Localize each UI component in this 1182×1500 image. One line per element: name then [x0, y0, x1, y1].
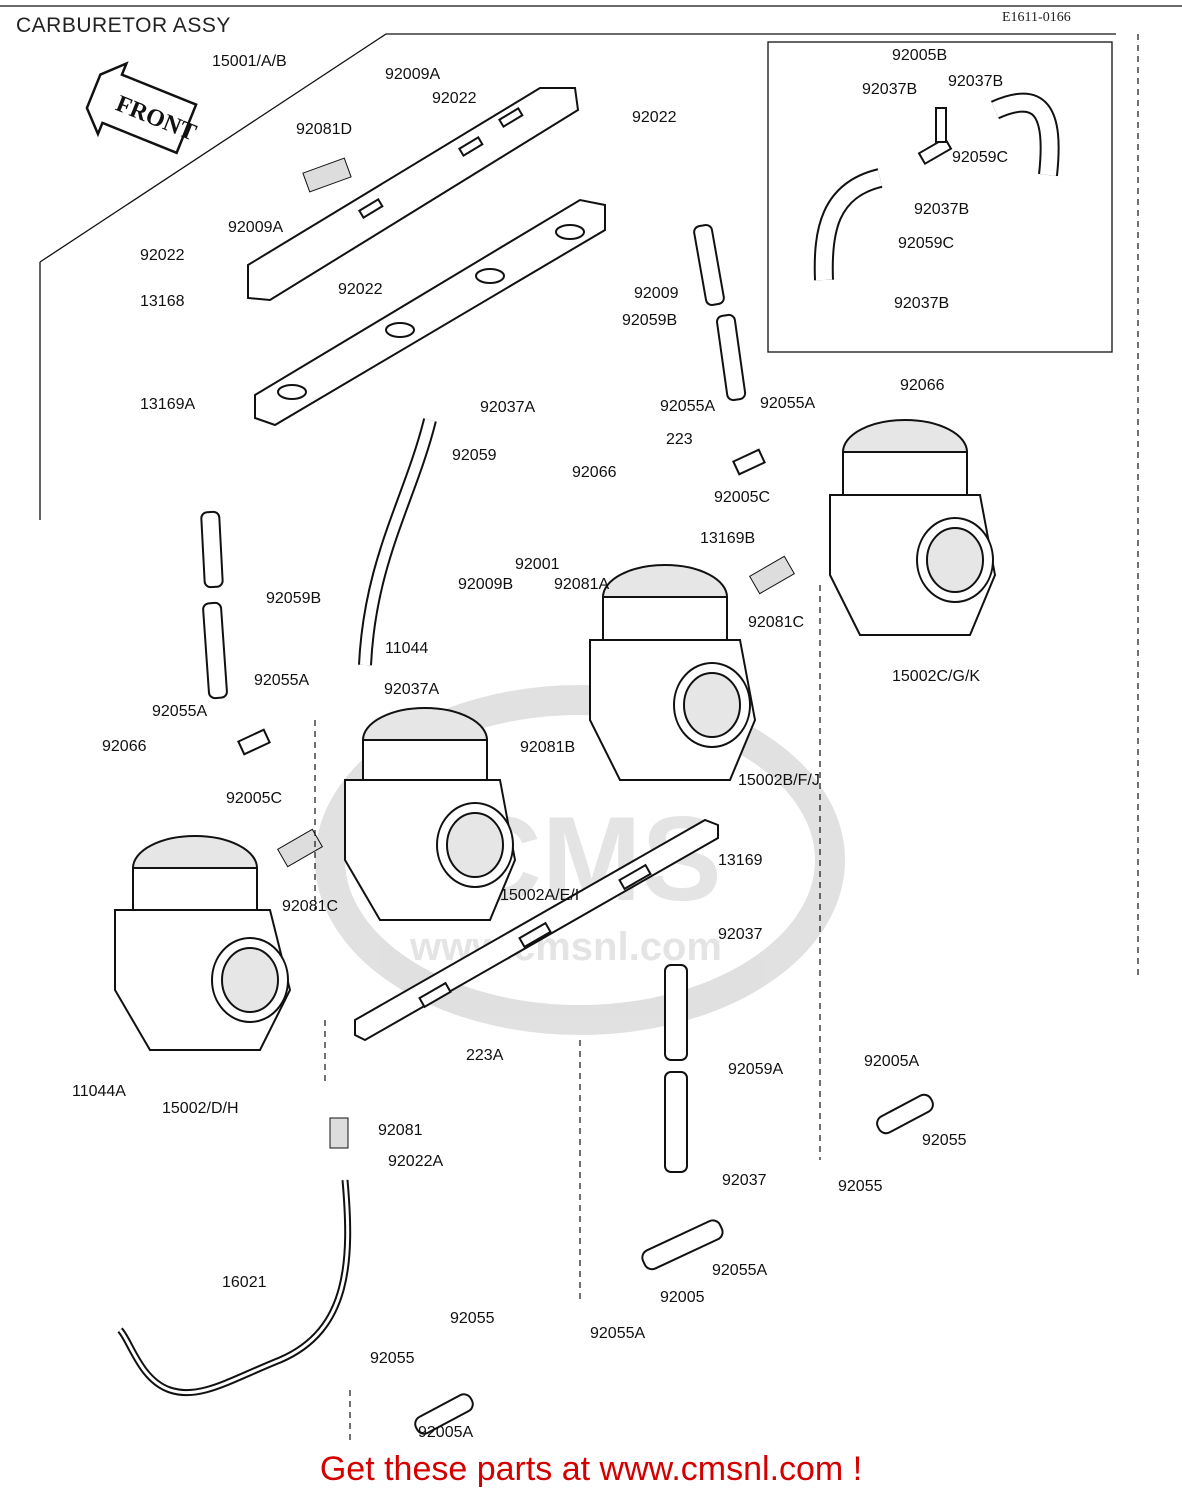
- upper-bracket-plate: [247, 87, 580, 302]
- lower-bracket-plate: [254, 198, 606, 427]
- callout-label: 92059B: [622, 312, 677, 329]
- diagram-code: E1611-0166: [1002, 10, 1071, 25]
- callout-label: 92066: [102, 738, 147, 755]
- callout-label: 92059C: [952, 149, 1008, 166]
- front-arrow: FRONT: [85, 61, 200, 155]
- callout-label: 92059: [452, 447, 497, 464]
- fitting-92005a-bottom: [414, 1393, 474, 1435]
- hose-92059b-right: [693, 223, 747, 402]
- callout-label: 15002A/E/I: [500, 887, 579, 904]
- callout-label: 13169: [718, 852, 763, 869]
- fitting-92005c-right: [732, 448, 766, 476]
- callout-label: 92022A: [388, 1153, 443, 1170]
- callout-label: 92022: [632, 109, 677, 126]
- assembly-outline: [39, 33, 1139, 975]
- callout-label: 92055A: [712, 1262, 767, 1279]
- callout-label: 92066: [900, 377, 945, 394]
- carburetor-body-3: [589, 564, 757, 781]
- callout-label: 92037B: [862, 81, 917, 98]
- callout-label: 92037B: [914, 201, 969, 218]
- callout-label: 11044A: [72, 1083, 126, 1100]
- callout-label: 92022: [140, 247, 185, 264]
- callout-label: 15002B/F/J: [738, 772, 820, 789]
- callout-label: 92081D: [296, 121, 352, 138]
- callout-label: 92009B: [458, 576, 513, 593]
- callout-label: 15001/A/B: [212, 53, 287, 70]
- callout-label: 92059C: [898, 235, 954, 252]
- callout-label: 13169A: [140, 396, 195, 413]
- callout-label: 13168: [140, 293, 185, 310]
- callout-label: 92009: [634, 285, 679, 302]
- callout-label: 11044: [385, 640, 428, 657]
- carburetor-body-2: [344, 707, 517, 921]
- callout-label: 92009A: [228, 219, 283, 236]
- callout-label: 92037: [718, 926, 763, 943]
- alignment-lines: [314, 585, 821, 1440]
- inset-box: [767, 41, 1113, 353]
- callout-label: 92005B: [892, 47, 947, 64]
- callout-label: 92055A: [152, 703, 207, 720]
- callout-label: 92055A: [660, 398, 715, 415]
- callout-label: 92081A: [554, 576, 609, 593]
- callout-label: 92037: [722, 1172, 767, 1189]
- callout-label: 16021: [222, 1274, 267, 1291]
- fitting-92005: [641, 1219, 724, 1271]
- callout-label: 92055: [922, 1132, 967, 1149]
- fitting-92005a-right: [876, 1093, 934, 1135]
- callout-label: 92055A: [590, 1325, 645, 1342]
- callout-label: 92037B: [894, 295, 949, 312]
- callout-label: 92005: [660, 1289, 705, 1306]
- callout-label: 92005A: [418, 1424, 473, 1441]
- hose-92059b-left: [200, 510, 228, 700]
- callout-label: 92001: [515, 556, 560, 573]
- callout-label: 223A: [466, 1047, 504, 1064]
- page-title: CARBURETOR ASSY: [16, 14, 231, 37]
- callout-label: 92009A: [385, 66, 440, 83]
- callout-label: 13169B: [700, 530, 755, 547]
- callout-labels: 15001/A/B 92009A 92022 92022 92081D 92009A 920…: [72, 47, 1008, 1441]
- springs: [276, 157, 796, 1149]
- carburetor-body-4: [829, 419, 997, 636]
- callout-label: 92022: [338, 281, 383, 298]
- callout-label: 92037A: [384, 681, 439, 698]
- callout-label: 92037B: [948, 73, 1003, 90]
- inset-hose: [813, 92, 1060, 281]
- callout-label: 15002C/G/K: [892, 668, 980, 685]
- vent-hose-long: [358, 418, 437, 666]
- callout-label: 92005C: [714, 489, 770, 506]
- callout-label: 92005A: [864, 1053, 919, 1070]
- callout-label: 92055A: [760, 395, 815, 412]
- callout-label: 92081B: [520, 739, 575, 756]
- callout-label: 92081: [378, 1122, 423, 1139]
- callout-label: 92055: [838, 1178, 883, 1195]
- callout-label: 223: [666, 431, 693, 448]
- callout-label: 92037A: [480, 399, 535, 416]
- callout-label: 92055: [370, 1350, 415, 1367]
- callout-label: 92055A: [254, 672, 309, 689]
- callout-label: 92055: [450, 1310, 495, 1327]
- callout-label: 92081C: [748, 614, 804, 631]
- fitting-92005c-left: [237, 728, 271, 756]
- carburetor-body-1: [114, 835, 292, 1051]
- callout-label: 92022: [432, 90, 477, 107]
- callout-label: 15002/D/H: [162, 1100, 239, 1117]
- callout-label: 92005C: [226, 790, 282, 807]
- callout-label: 92066: [572, 464, 617, 481]
- callout-label: 92059B: [266, 590, 321, 607]
- callout-label: 92081C: [282, 898, 338, 915]
- footer-cta[interactable]: Get these parts at www.cmsnl.com !: [319, 1450, 863, 1488]
- hose-92059a: [664, 964, 688, 1173]
- throttle-rail: [354, 818, 719, 1042]
- callout-label: 92059A: [728, 1061, 783, 1078]
